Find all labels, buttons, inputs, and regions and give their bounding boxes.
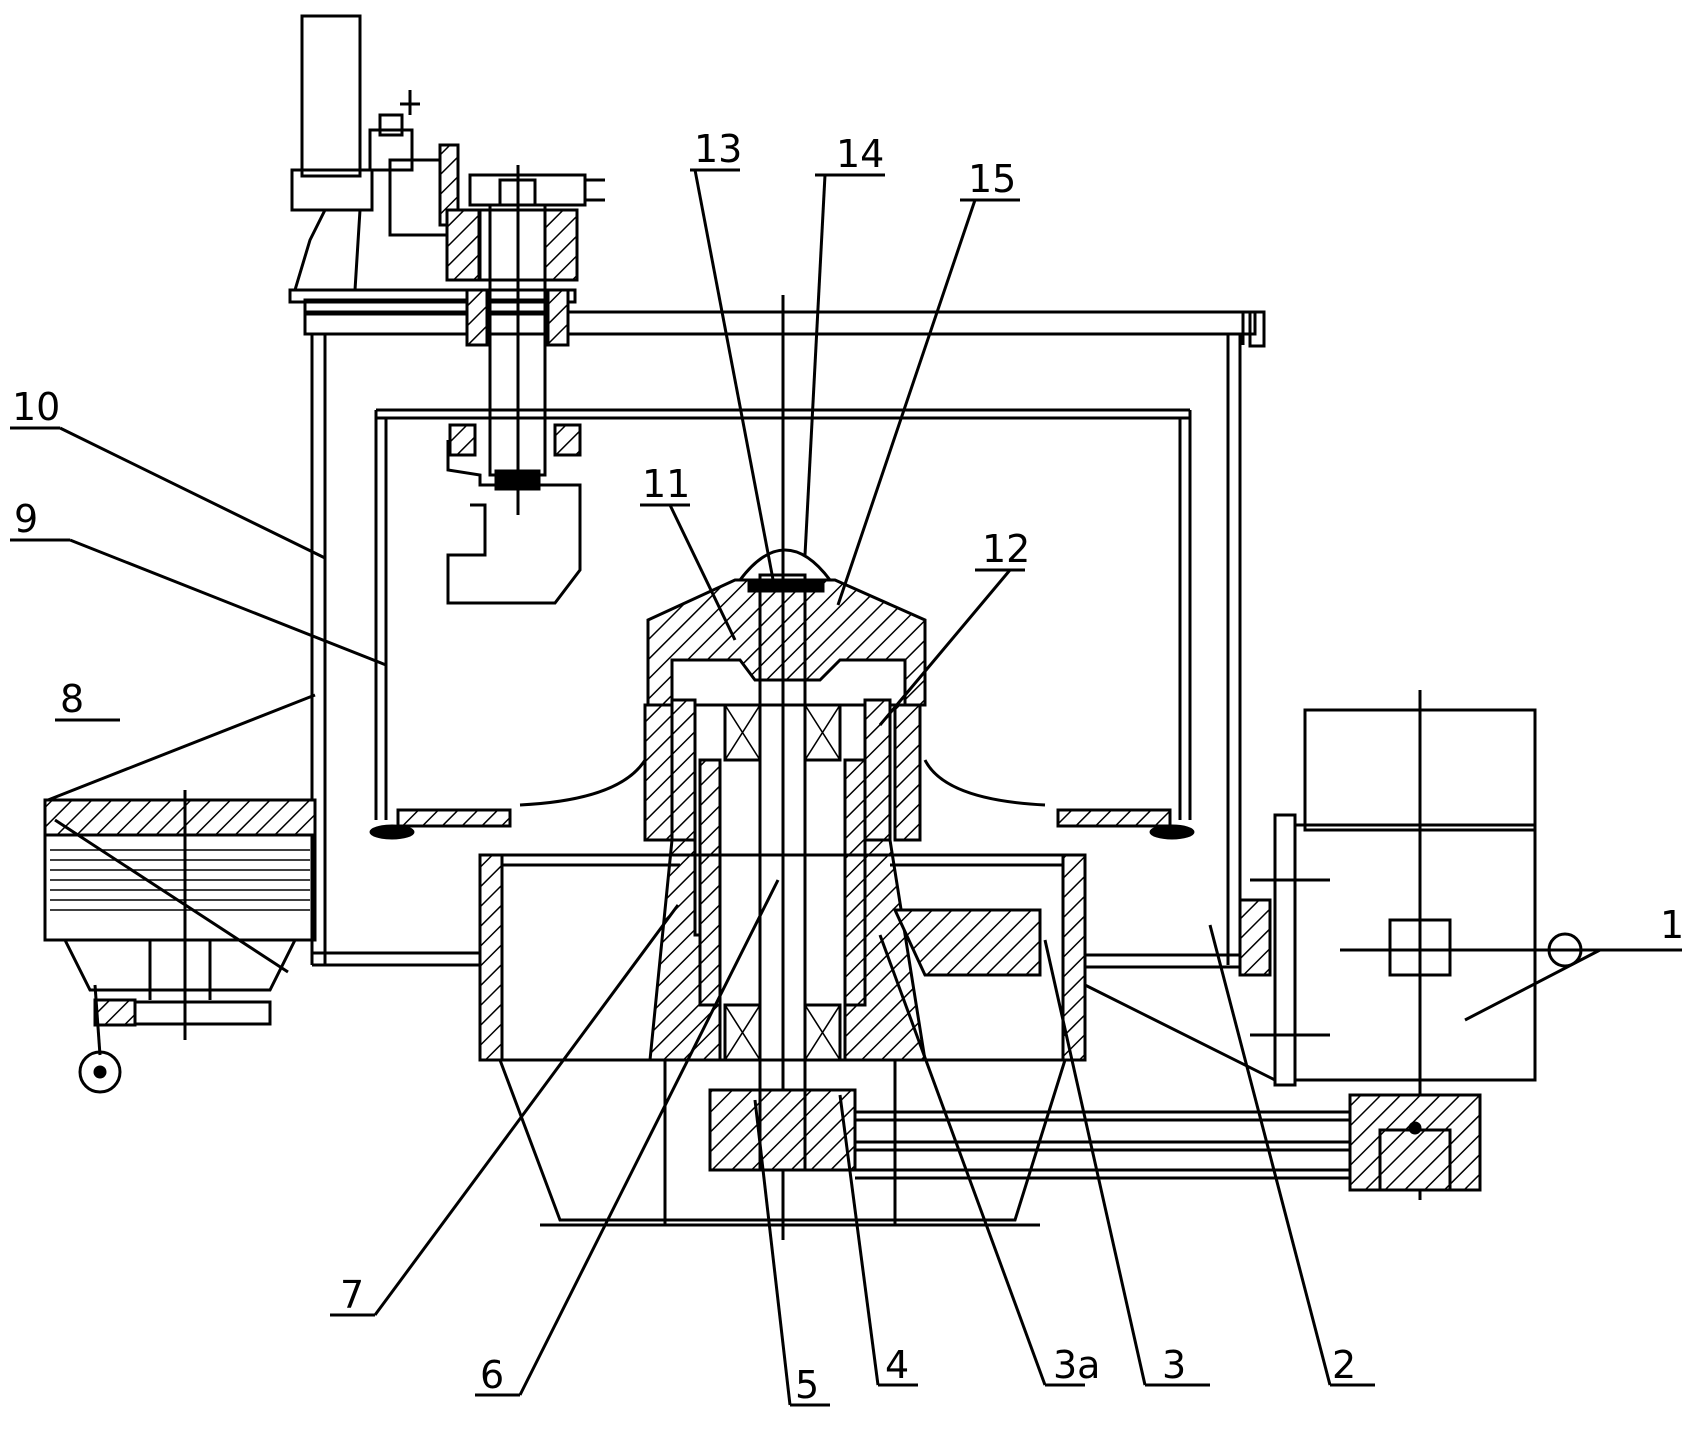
label-14: 14 <box>836 132 884 176</box>
label-15: 15 <box>968 157 1016 201</box>
label-6: 6 <box>480 1353 504 1397</box>
label-3: 3 <box>1162 1343 1186 1387</box>
label-5: 5 <box>795 1363 819 1407</box>
label-2: 2 <box>1332 1343 1356 1387</box>
label-13: 13 <box>694 127 742 171</box>
top-drive-assembly <box>290 16 605 603</box>
spindle-housing <box>520 295 1045 1240</box>
left-cylinder <box>45 695 315 1092</box>
label-10: 10 <box>12 385 60 429</box>
label-1: 1 <box>1660 903 1684 947</box>
drive-belts <box>855 1112 1350 1178</box>
motor <box>1085 690 1600 1200</box>
label-12: 12 <box>982 527 1030 571</box>
label-8: 8 <box>60 677 84 721</box>
label-7: 7 <box>340 1273 364 1317</box>
label-11: 11 <box>642 462 690 506</box>
label-3a: 3a <box>1053 1343 1100 1387</box>
label-4: 4 <box>885 1343 909 1387</box>
label-9: 9 <box>14 497 38 541</box>
